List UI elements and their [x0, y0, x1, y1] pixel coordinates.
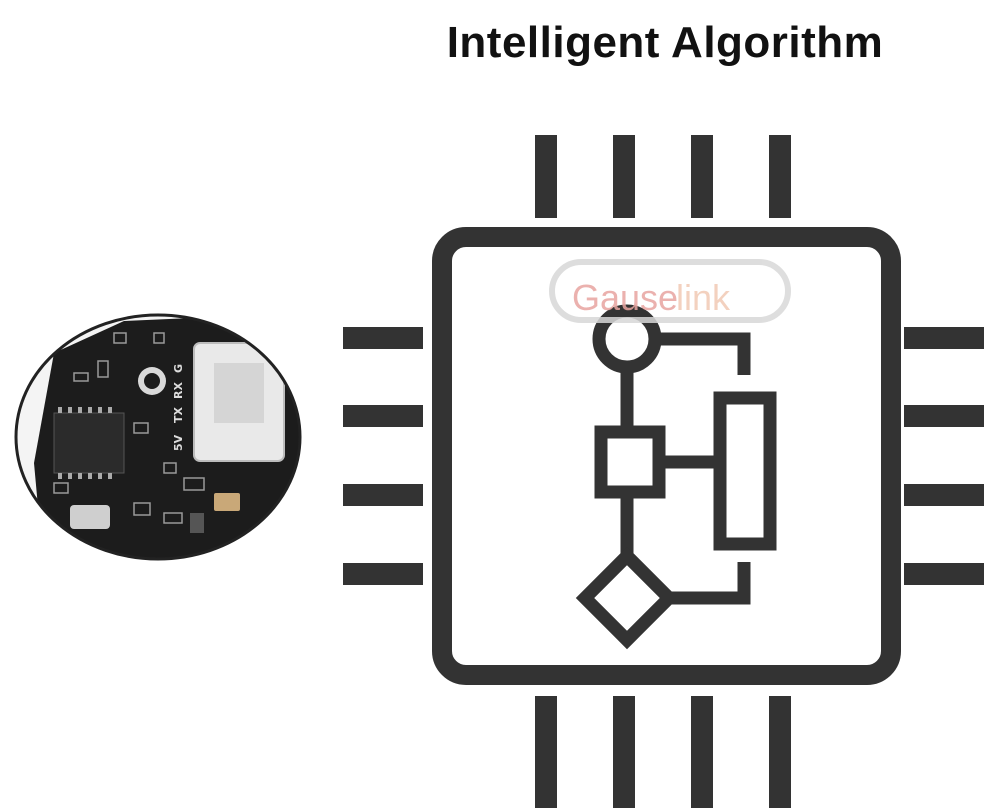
watermark-logo: Gause link — [549, 259, 791, 323]
pin-label-5v: 5V — [172, 434, 185, 451]
pin-label-rx: RX — [172, 382, 185, 399]
watermark-text-b: link — [676, 277, 731, 318]
flowchart-icon — [575, 304, 777, 650]
circuit-board-photo: 5V TX RX G — [14, 313, 302, 561]
pin-label-g: G — [172, 364, 185, 373]
page-title: Intelligent Algorithm — [446, 18, 884, 67]
watermark-text-a: Gause — [572, 277, 678, 318]
pin-label-tx: TX — [172, 406, 185, 423]
microchip-icon: Gause link — [343, 135, 984, 808]
